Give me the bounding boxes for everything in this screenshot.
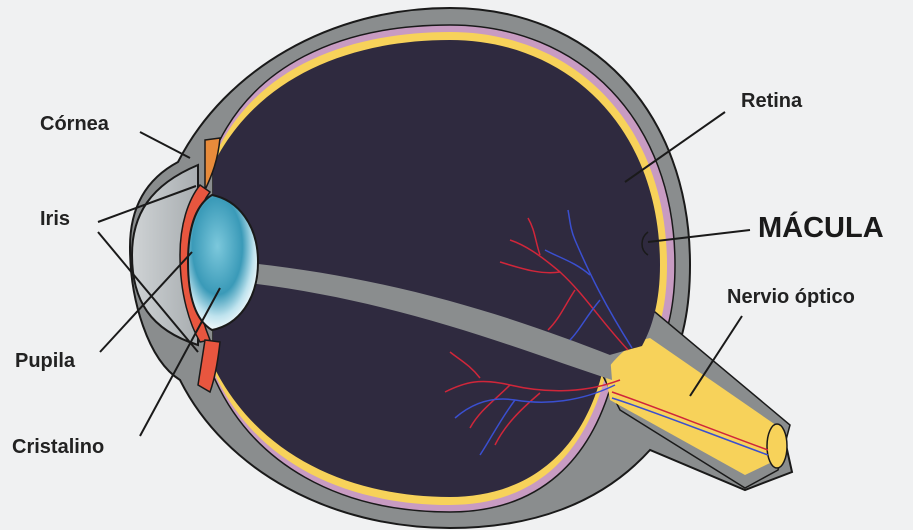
pupil-label: Pupila <box>15 351 75 371</box>
cornea-leader <box>140 132 190 158</box>
lens-label: Cristalino <box>12 437 104 457</box>
macula-label: MÁCULA <box>758 214 884 243</box>
iris-label: Iris <box>40 209 70 229</box>
cornea-label: Córnea <box>40 114 109 134</box>
retina-label: Retina <box>741 91 802 111</box>
optic-nerve-label: Nervio óptico <box>727 287 855 307</box>
